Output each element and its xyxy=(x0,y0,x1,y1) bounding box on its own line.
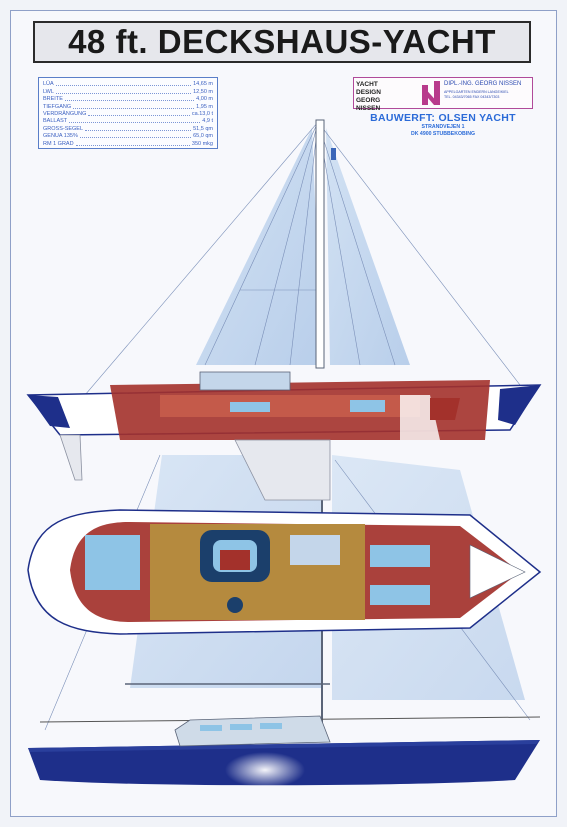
spec-label: BALLAST xyxy=(43,118,68,125)
plan-view xyxy=(27,509,542,635)
spec-value: 1,95 m xyxy=(196,103,213,110)
spec-row: TIEFGANG 1,95 m xyxy=(43,103,213,110)
spec-value: 12,50 m xyxy=(193,88,213,95)
designer-name: DIPL.-ING. GEORG NISSEN xyxy=(444,81,522,87)
profile-hull xyxy=(26,371,542,501)
spec-row: LWL 12,50 m xyxy=(43,88,213,95)
designer-mark-icon xyxy=(422,81,440,105)
spec-label: LWL xyxy=(43,88,54,95)
logo-line: GEORG NISSEN xyxy=(356,97,381,112)
spec-label: GENUA 135% xyxy=(43,133,78,140)
genoa-sail xyxy=(326,128,410,365)
designer-box: YACHT DESIGN GEORG NISSEN DIPL.-ING. GEO… xyxy=(353,77,533,112)
mast xyxy=(315,119,325,369)
spec-value: 4,9 t xyxy=(202,118,213,125)
address-line: APPELGARTEN ENDERN LANGE/KIEL xyxy=(444,90,509,94)
specs-table: LÜA 14,65 m LWL 12,50 m BREITE 4,00 m TIEFG… xyxy=(38,77,218,149)
spec-label: LÜA xyxy=(43,81,54,88)
spec-row: VERDRÄNGUNG ca.13,0 t xyxy=(43,111,213,118)
designer-address: APPELGARTEN ENDERN LANGE/KIEL TEL. 04343… xyxy=(444,90,509,100)
spec-row: LÜA 14,65 m xyxy=(43,81,213,88)
side-view xyxy=(28,683,541,788)
spec-value: 14,65 m xyxy=(193,81,213,88)
spec-row: GENUA 135% 65,0 qm xyxy=(43,133,213,140)
shipyard-street: STRANDVEJEN 1 xyxy=(421,124,465,130)
page-title: 48 ft. DECKSHAUS-YACHT xyxy=(68,23,496,60)
logo-line: YACHT DESIGN xyxy=(356,81,381,96)
spec-row: BALLAST 4,9 t xyxy=(43,118,213,125)
spec-row: RM 1 GRAD 350 mkg xyxy=(43,140,213,147)
spec-label: BREITE xyxy=(43,96,63,103)
spec-label: VERDRÄNGUNG xyxy=(43,110,87,117)
spec-value: 350 mkg xyxy=(191,140,213,147)
designer-logo: YACHT DESIGN GEORG NISSEN xyxy=(356,81,404,112)
title-banner: 48 ft. DECKSHAUS-YACHT xyxy=(33,21,531,63)
spec-value: 4,00 m xyxy=(196,96,213,103)
shipyard-info: BAUWERFT: OLSEN YACHT STRANDVEJEN 1 DK 4… xyxy=(353,112,533,138)
spec-label: TIEFGANG xyxy=(43,103,72,110)
spec-label: RM 1 GRAD xyxy=(43,140,74,147)
spec-value: 65,0 qm xyxy=(193,133,213,140)
mainsail xyxy=(196,128,322,365)
spec-value: ca.13,0 t xyxy=(191,110,213,117)
spec-row: GROSS-SEGEL 51,5 qm xyxy=(43,125,213,132)
spec-value: 51,5 qm xyxy=(193,125,213,132)
address-line: TEL. 04343/7065 FAX 04343/7303 xyxy=(444,95,500,99)
spec-label: GROSS-SEGEL xyxy=(43,125,84,132)
spec-row: BREITE 4,00 m xyxy=(43,96,213,103)
shipyard-name: BAUWERFT: OLSEN YACHT xyxy=(370,112,516,124)
shipyard-city: DK 4900 STUBBEKOBING xyxy=(411,131,475,137)
